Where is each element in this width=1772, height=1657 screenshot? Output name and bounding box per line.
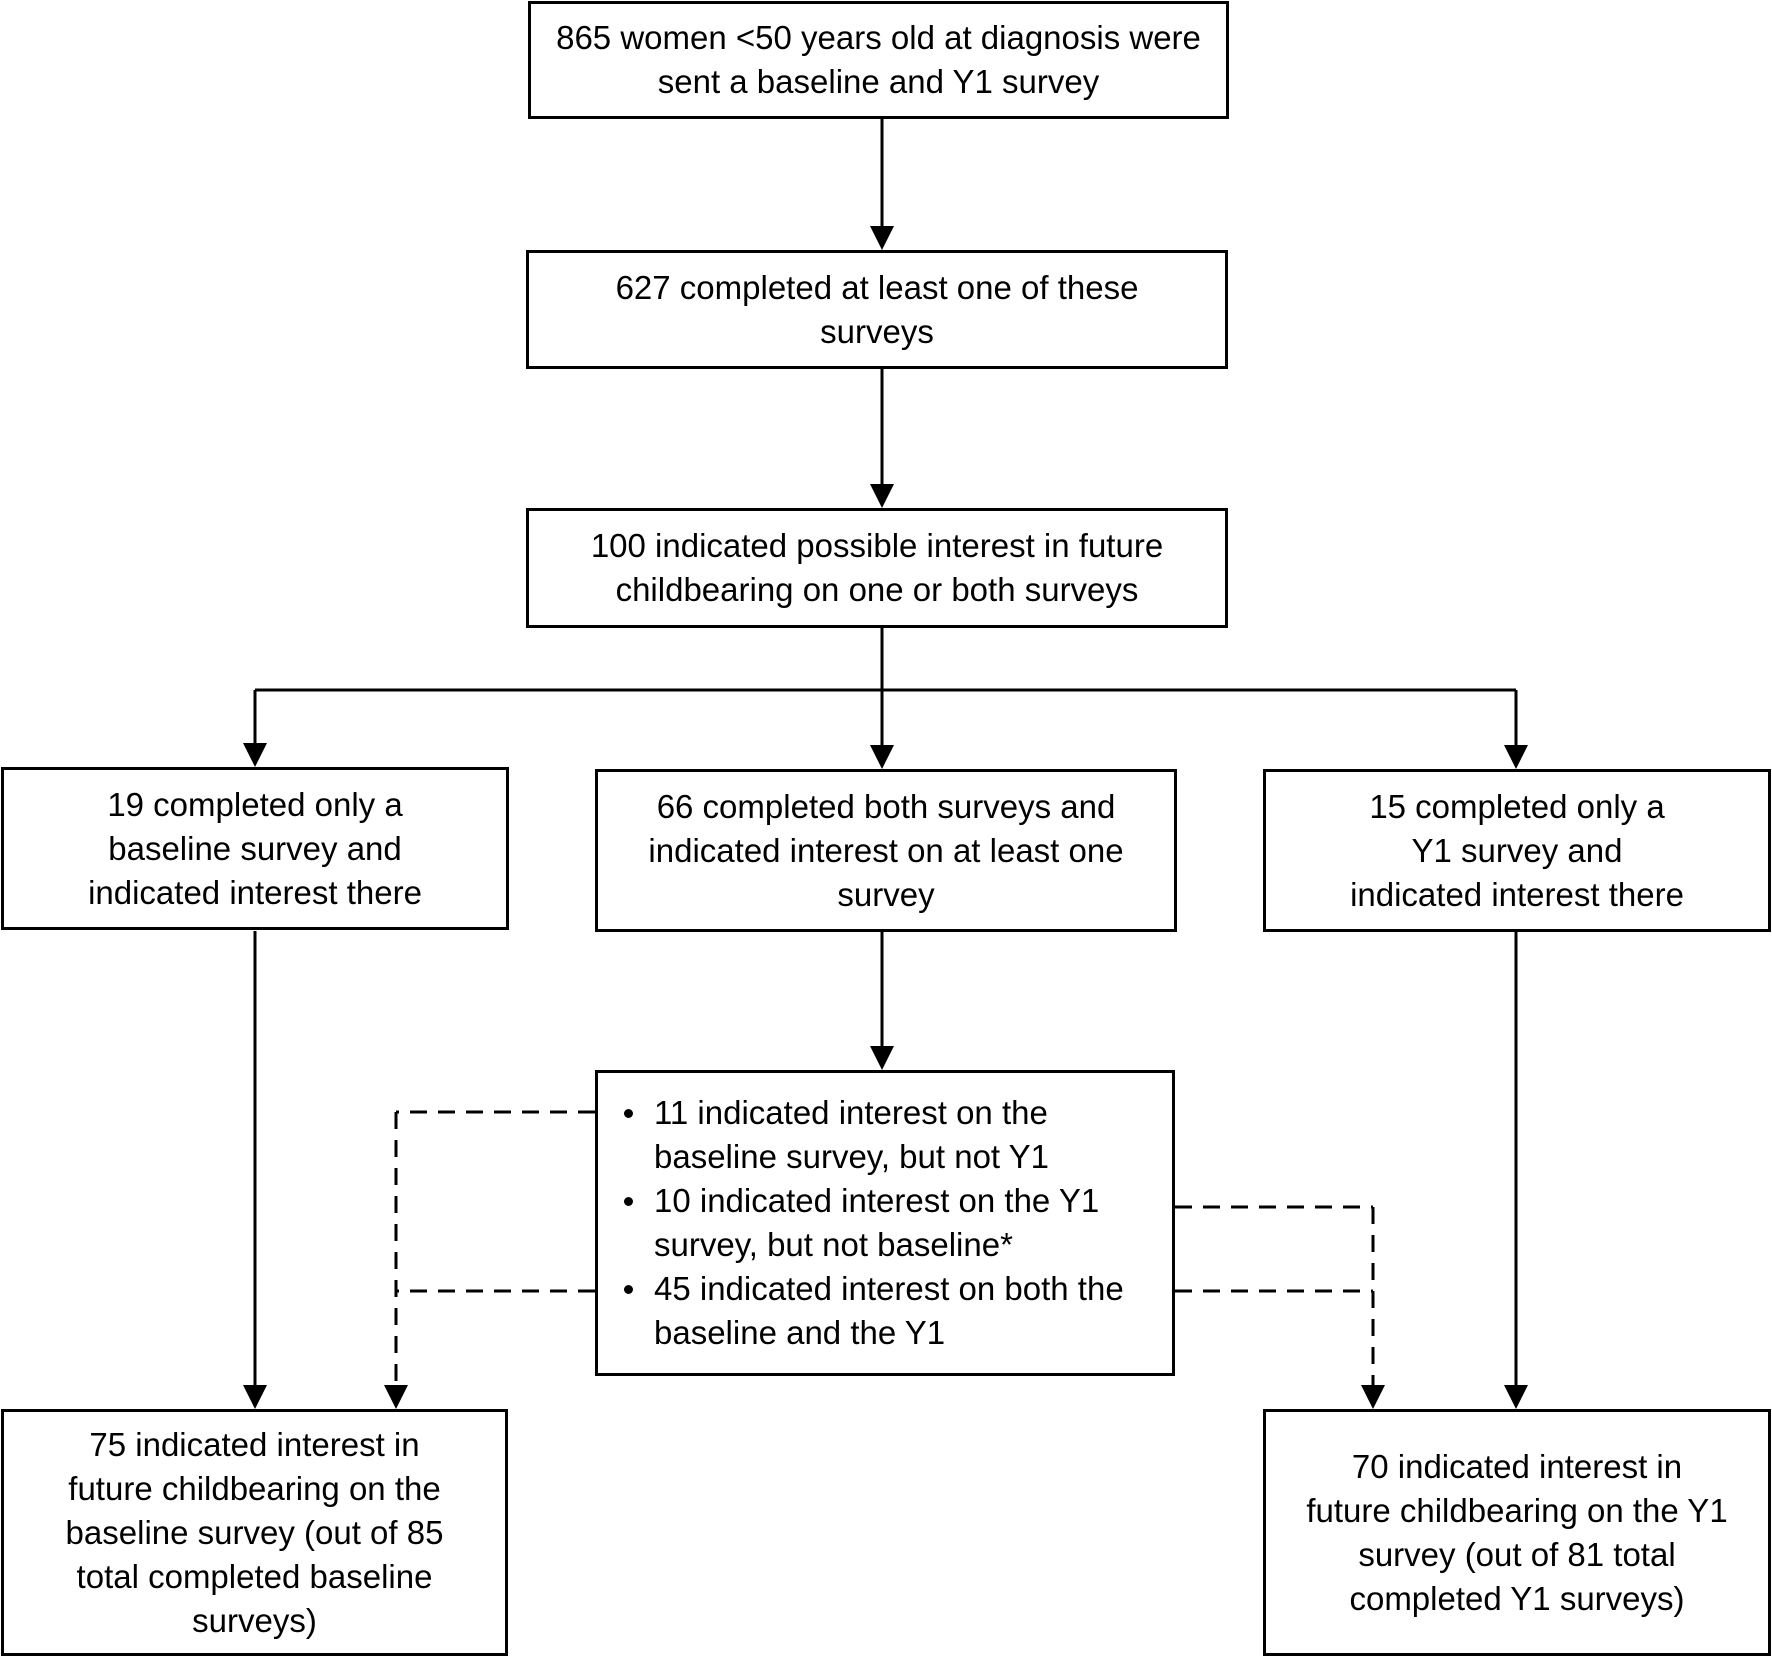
arrowhead: [1504, 1385, 1528, 1409]
arrowhead: [1361, 1385, 1385, 1409]
box-y1-total: 70 indicated interest in future childbea…: [1263, 1409, 1771, 1656]
box-indicated-interest: 100 indicated possible interest in futur…: [526, 508, 1228, 628]
box-text: 19 completed only a baseline survey and …: [88, 785, 422, 911]
box-breakdown: 11 indicated interest on the baseline su…: [595, 1070, 1175, 1376]
arrowhead: [243, 743, 267, 767]
box-women-sent-surveys: 865 women <50 years old at diagnosis wer…: [528, 1, 1229, 119]
box-baseline-only: 19 completed only a baseline survey and …: [1, 767, 509, 930]
arrowhead: [1504, 745, 1528, 769]
box-text: 865 women <50 years old at diagnosis wer…: [556, 19, 1201, 100]
box-text: 75 indicated interest in future childbea…: [65, 1425, 444, 1639]
arrowhead: [870, 745, 894, 769]
box-baseline-total: 75 indicated interest in future childbea…: [1, 1409, 508, 1656]
box-completed-surveys: 627 completed at least one of these surv…: [526, 250, 1228, 369]
arrowhead: [870, 1046, 894, 1070]
list-item: 10 indicated interest on the Y1 survey, …: [624, 1179, 1172, 1267]
box-text: 70 indicated interest in future childbea…: [1306, 1447, 1728, 1617]
list-item: 45 indicated interest on both the baseli…: [624, 1267, 1172, 1355]
breakdown-list: 11 indicated interest on the baseline su…: [598, 1091, 1172, 1355]
box-text: 627 completed at least one of these surv…: [615, 268, 1139, 350]
box-text: 15 completed only a Y1 survey and indica…: [1350, 787, 1684, 913]
box-both-surveys: 66 completed both surveys and indicated …: [595, 769, 1177, 932]
box-y1-only: 15 completed only a Y1 survey and indica…: [1263, 769, 1771, 932]
arrowhead: [870, 484, 894, 508]
box-text: 100 indicated possible interest in futur…: [590, 527, 1164, 608]
list-item: 11 indicated interest on the baseline su…: [624, 1091, 1172, 1179]
box-text: 66 completed both surveys and indicated …: [648, 787, 1124, 913]
arrowhead: [870, 226, 894, 250]
arrowhead: [384, 1385, 408, 1409]
arrowhead: [243, 1385, 267, 1409]
